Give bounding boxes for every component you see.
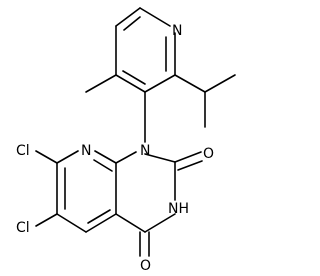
- atom-cl7: Cl: [16, 143, 30, 159]
- bond-c5-c4a-double: [87, 209, 111, 224]
- bond-c2-o: [174, 151, 202, 163]
- bond-c2-o-double: [177, 160, 203, 171]
- methyl-bond: [85, 74, 117, 93]
- bond-n3-c4: [144, 213, 176, 233]
- bond-n8-c7: [56, 150, 79, 164]
- bond-c5-c6: [115, 7, 141, 27]
- bond-n-c6: [139, 7, 171, 27]
- isopropyl-bond: [174, 74, 206, 93]
- atom-n1: N: [140, 143, 150, 159]
- bond-c8a-n8: [94, 150, 117, 164]
- bond-c2-c3: [144, 74, 176, 93]
- atom-o2: O: [203, 146, 214, 162]
- bond-c6-c5: [56, 213, 87, 233]
- bond-c4-c4a: [115, 213, 146, 233]
- bond-c7-cl: [35, 150, 58, 164]
- dichloropyridine-ring: [56, 150, 117, 233]
- bond-n1-c2: [144, 153, 176, 163]
- bond-c6-cl: [35, 213, 58, 227]
- bond-c5-c6-double: [123, 16, 141, 31]
- atom-nh: NH: [168, 201, 189, 217]
- atom-o4: O: [140, 258, 151, 274]
- bond-c8a-n8-double: [93, 159, 113, 172]
- pyridine-ring: [115, 7, 176, 93]
- isopropyl-group: [174, 74, 236, 128]
- atom-n-pyridine: N: [172, 23, 182, 39]
- bond-c5-c4a: [85, 213, 117, 233]
- pyrimidinedione-ring: [115, 151, 176, 233]
- atom-cl6: Cl: [16, 220, 30, 236]
- isopropyl-methyl-1: [204, 74, 236, 93]
- bond-c8a-n1: [115, 151, 137, 164]
- molecule-diagram: N N N NH O O Cl Cl: [16, 7, 236, 274]
- bond-c3-c4-double: [122, 70, 146, 85]
- bond-c3-c4: [115, 74, 146, 93]
- structure-svg: N N N NH O O Cl Cl: [16, 7, 236, 274]
- atom-n8: N: [81, 143, 91, 159]
